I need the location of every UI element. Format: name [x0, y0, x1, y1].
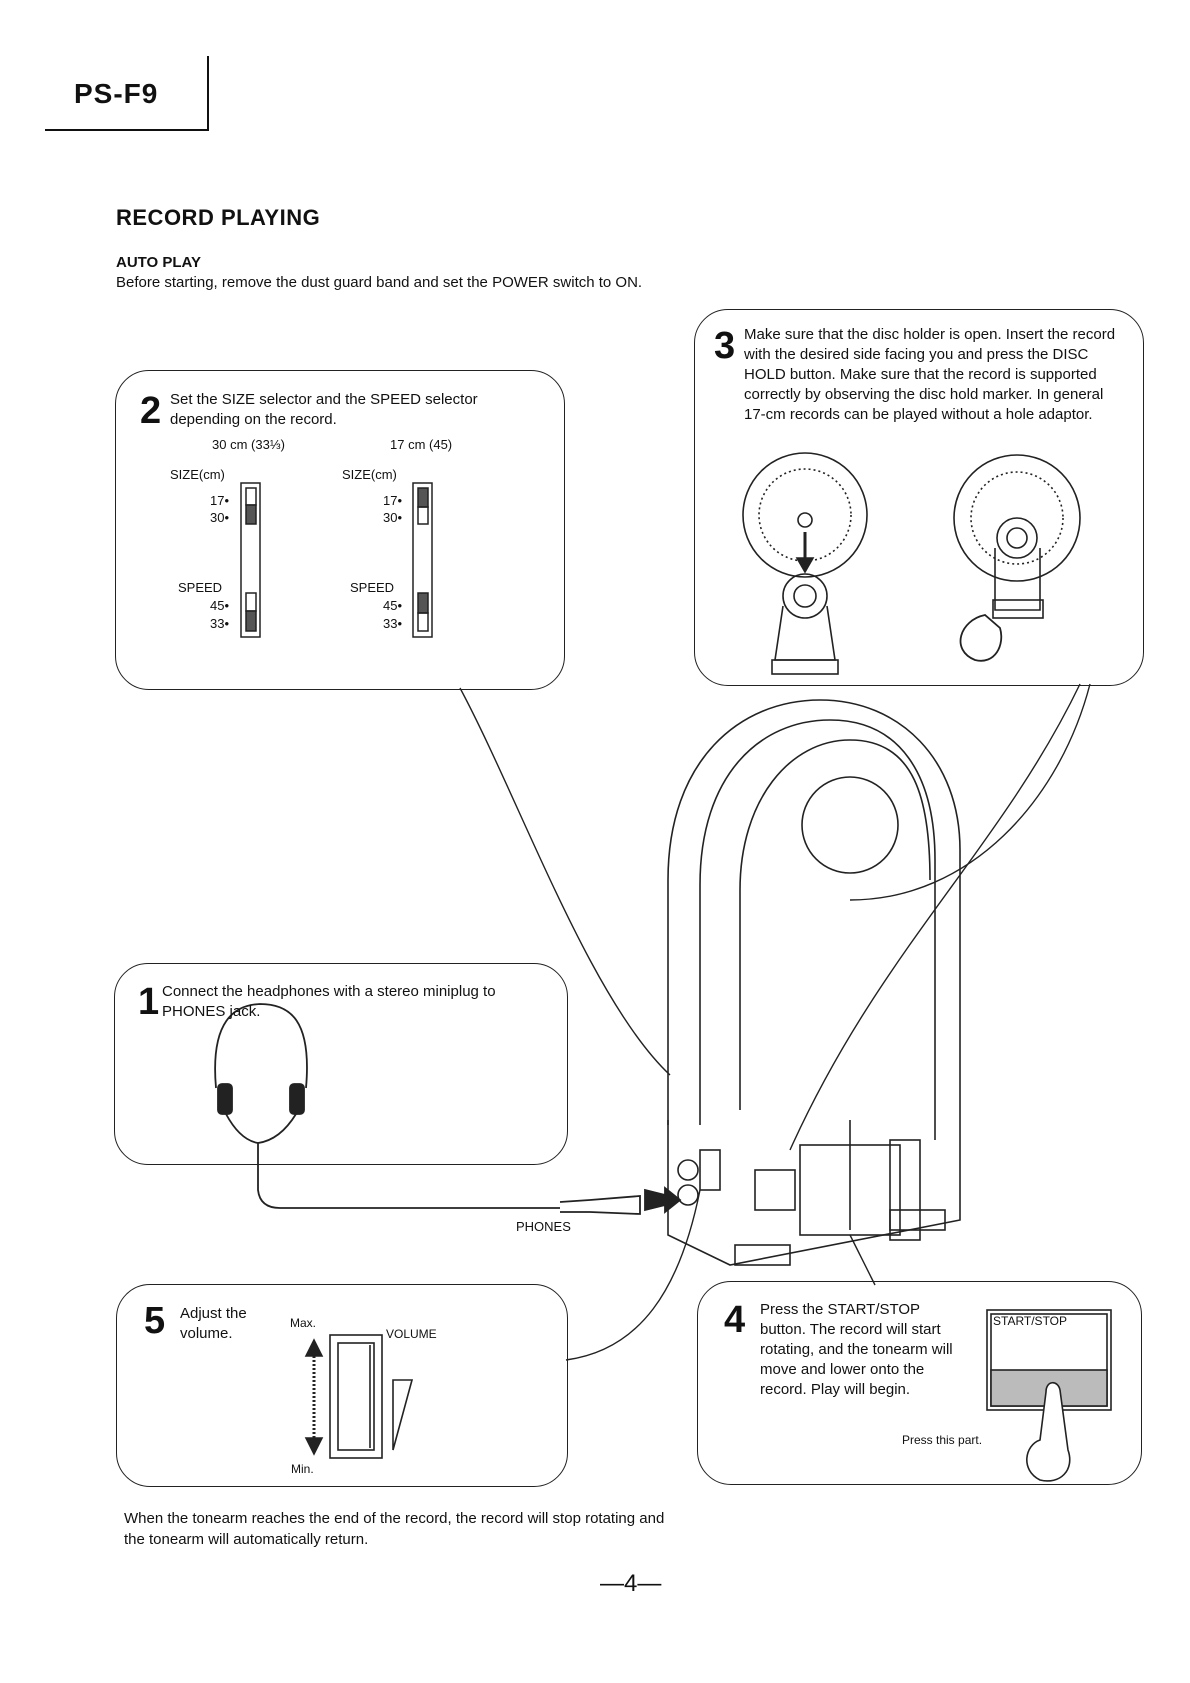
- header-rule-horizontal: [45, 129, 209, 131]
- step2-col1-title: 30 cm (33⅓): [212, 437, 285, 452]
- step2-panel: [115, 370, 565, 690]
- intro-text: Before starting, remove the dust guard b…: [116, 274, 643, 291]
- phones-label: PHONES: [516, 1219, 571, 1234]
- disc-hold-icon: [953, 454, 1081, 662]
- step4-number: 4: [724, 1299, 746, 1341]
- player-unit-icon: [667, 699, 961, 1266]
- page-number: —4—: [600, 1570, 662, 1597]
- speed-45-label-2: 45•: [383, 598, 403, 613]
- step3-panel: [694, 309, 1144, 686]
- speed-33-label-1: 33•: [210, 616, 230, 631]
- step2-text: Set the SIZE selector and the SPEED sele…: [170, 391, 478, 428]
- step5-text: Adjust the volume.: [180, 1305, 247, 1342]
- volume-icon: [304, 1334, 414, 1459]
- speed-45-label-1: 45•: [210, 598, 230, 613]
- size-30-label-1: 30•: [210, 510, 230, 525]
- header-rule-vertical: [207, 56, 209, 131]
- size-selector-17cm-icon: [412, 482, 433, 638]
- size-selector-30cm-icon: [240, 482, 261, 638]
- step3-text: Make sure that the disc holder is open. …: [744, 326, 1116, 423]
- start-stop-label: START/STOP: [993, 1314, 1068, 1328]
- step1-text: Connect the headphones with a stereo min…: [162, 983, 496, 1020]
- step2-speed-label-2: SPEED: [350, 580, 395, 595]
- step5-panel: [116, 1284, 568, 1487]
- model-name: PS-F9: [74, 78, 159, 109]
- size-17-label-2: 17•: [383, 493, 403, 508]
- step3-number: 3: [714, 325, 736, 367]
- step2-number: 2: [140, 390, 162, 432]
- speed-33-label-2: 33•: [383, 616, 403, 631]
- section-title: RECORD PLAYING: [116, 205, 321, 230]
- leader-lines: [459, 683, 1091, 1361]
- step2-size-label-1: SIZE(cm): [170, 467, 225, 482]
- headphones-icon: [214, 1003, 682, 1215]
- step2-col2-title: 17 cm (45): [390, 437, 453, 452]
- disc-insert-icon: [742, 452, 868, 675]
- volume-label: VOLUME: [386, 1327, 437, 1341]
- volume-min-label: Min.: [291, 1462, 314, 1476]
- volume-max-label: Max.: [290, 1316, 317, 1330]
- step1-number: 1: [138, 981, 160, 1023]
- size-17-label-1: 17•: [210, 493, 230, 508]
- step1-panel: [114, 963, 568, 1165]
- step2-speed-label-1: SPEED: [178, 580, 223, 595]
- press-label: Press this part.: [902, 1433, 983, 1447]
- bottom-note: When the tonearm reaches the end of the …: [124, 1510, 665, 1548]
- start-stop-icon: [986, 1309, 1112, 1482]
- step2-size-label-2: SIZE(cm): [342, 467, 397, 482]
- step5-number: 5: [144, 1300, 166, 1342]
- section-subhead: AUTO PLAY: [116, 254, 202, 271]
- step4-text: Press the START/STOP button. The record …: [760, 1301, 953, 1398]
- size-30-label-2: 30•: [383, 510, 403, 525]
